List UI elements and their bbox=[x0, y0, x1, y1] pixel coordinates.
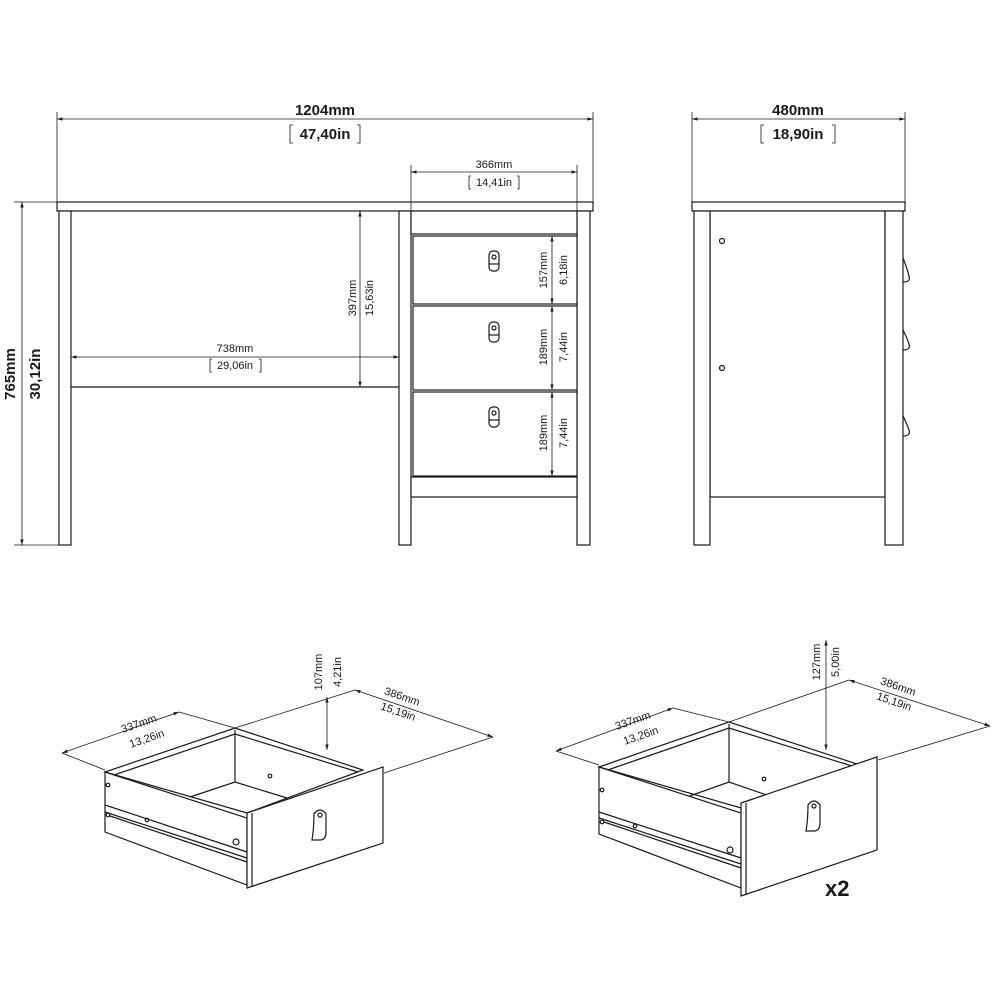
knee-height-in-label: 15,63in bbox=[364, 280, 376, 316]
depth-in-label: 18,90in bbox=[773, 126, 824, 143]
handle-icon bbox=[488, 250, 500, 272]
drawer-large-isometric: 337mm 13,26in 386mm 15,19in 127mm 5,00in… bbox=[555, 640, 991, 901]
quantity-label: x2 bbox=[825, 876, 849, 901]
right-leg bbox=[576, 210, 591, 546]
bottom-rail bbox=[410, 476, 578, 498]
drawer-1 bbox=[412, 235, 578, 305]
drawer-3 bbox=[412, 391, 578, 477]
side-view: 480mm 18,90in bbox=[691, 102, 910, 546]
drawer-small-height-mm-label: 107mm bbox=[313, 654, 325, 691]
drawer-3-height-in-label: 7,44in bbox=[558, 418, 570, 448]
front-leg bbox=[884, 210, 904, 546]
drawer-front bbox=[740, 756, 878, 897]
side-top bbox=[691, 201, 906, 212]
drawer-3-height-mm-label: 189mm bbox=[538, 415, 550, 452]
drawer-2 bbox=[412, 305, 578, 391]
drawer-large-height-in-label: 5,00in bbox=[830, 647, 842, 677]
left-leg bbox=[58, 210, 72, 546]
desk-top bbox=[56, 201, 594, 212]
back-leg bbox=[693, 210, 711, 546]
drawer-front bbox=[246, 766, 384, 889]
middle-leg bbox=[398, 210, 412, 546]
handle-side-icon bbox=[902, 415, 910, 437]
hole bbox=[718, 364, 726, 372]
drawer-small-height-in-label: 4,21in bbox=[332, 657, 344, 687]
handle-side-icon bbox=[902, 257, 910, 283]
handle-icon bbox=[311, 809, 327, 841]
drawer-1-height-in-label: 6,18in bbox=[558, 255, 570, 285]
handle-icon bbox=[488, 321, 500, 343]
depth-mm-label: 480mm bbox=[772, 102, 824, 119]
drawer-2-height-in-label: 7,44in bbox=[558, 332, 570, 362]
width-in-label: 47,40in bbox=[300, 126, 351, 143]
hole bbox=[718, 237, 726, 245]
handle-icon bbox=[805, 800, 821, 832]
knee-height-mm-label: 397mm bbox=[347, 280, 359, 317]
top-rail bbox=[410, 210, 578, 235]
knee-width-in-label: 29,06in bbox=[217, 360, 253, 372]
drawer-1-height-mm-label: 157mm bbox=[538, 252, 550, 289]
handle-icon bbox=[488, 406, 500, 428]
height-mm-label: 765mm bbox=[2, 348, 19, 400]
drawer-2-height-mm-label: 189mm bbox=[538, 329, 550, 366]
width-mm-label: 1204mm bbox=[295, 102, 355, 119]
side-panel bbox=[709, 210, 886, 498]
drawer-large-height-mm-label: 127mm bbox=[811, 644, 823, 681]
knee-width-mm-label: 738mm bbox=[217, 343, 254, 355]
handle-side-icon bbox=[902, 329, 910, 351]
height-in-label: 30,12in bbox=[27, 349, 44, 400]
front-view: 1204mm 47,40in 366mm 14,41in 765mm 30,12… bbox=[2, 102, 594, 546]
drawer-unit-width-in-label: 14,41in bbox=[476, 177, 512, 189]
drawer-small-isometric: 337mm 13,26in 386mm 15,19in 107mm 4,21in bbox=[61, 654, 494, 889]
drawer-unit-width-mm-label: 366mm bbox=[476, 159, 513, 171]
